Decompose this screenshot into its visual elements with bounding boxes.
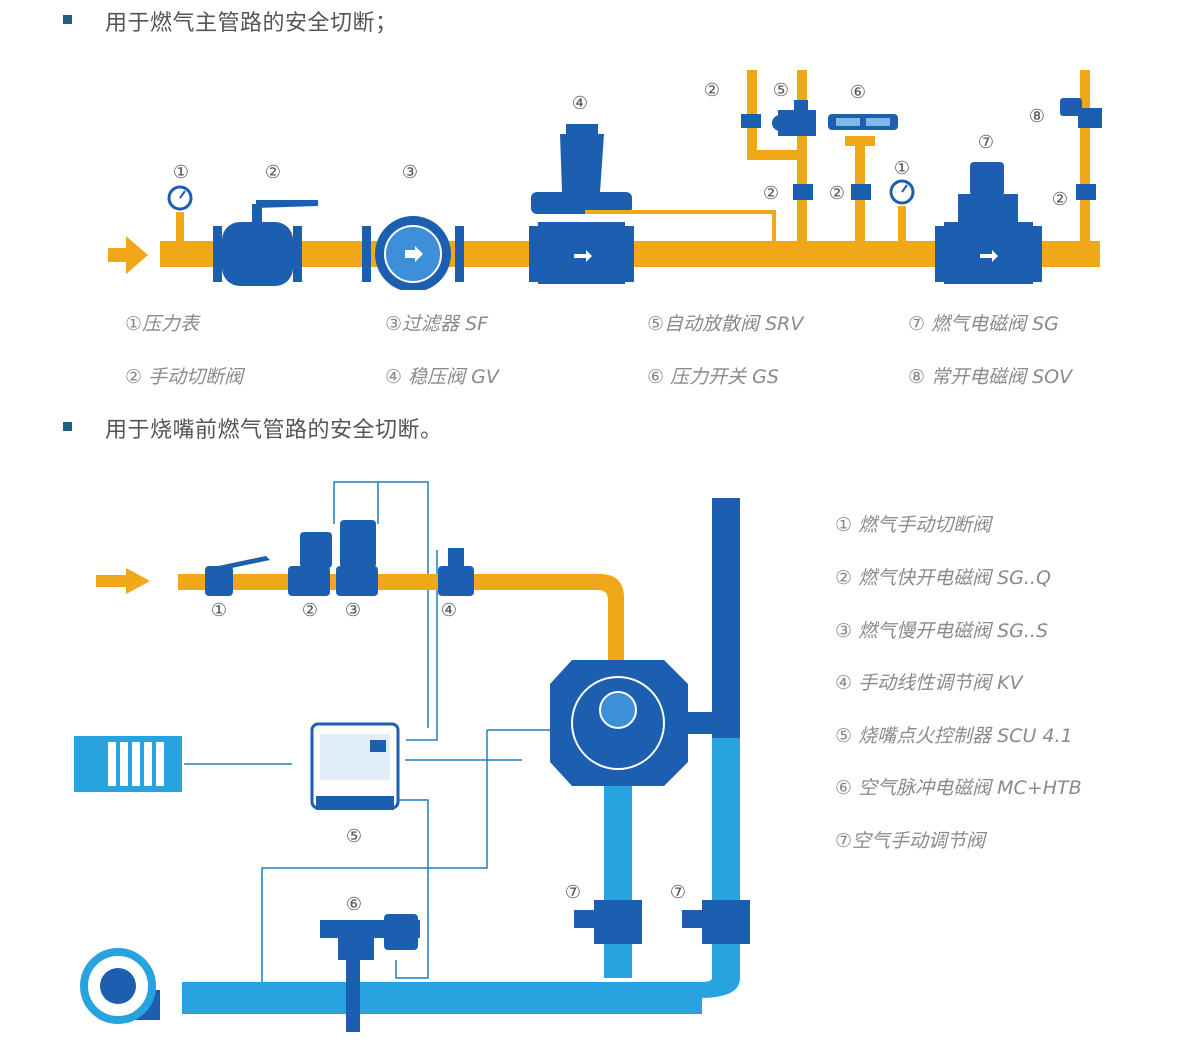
signal-line [406,550,438,741]
manual-valve-small-icon [1076,184,1096,200]
marker-6: ⑥ [346,894,362,915]
manual-valve-small-icon [851,184,871,200]
impulse-line [585,210,776,242]
marker-1: ① [211,600,227,621]
pressure-switch-gs-icon [828,114,898,130]
marker-7: ⑦ [565,882,581,903]
marker-4: ④ [572,93,588,114]
marker-5: ⑤ [346,826,362,847]
signal-line [261,730,488,997]
manual-shutoff-valve-icon [213,200,318,286]
signal-line [333,481,429,728]
marker-2: ② [302,600,318,621]
manual-gas-shutoff-valve-icon [205,556,270,596]
air-drop-pipe [604,786,632,978]
pressure-regulator-gv-icon [529,124,634,284]
section-1-bullet [63,15,72,24]
manual-valve-small-icon [741,114,761,128]
marker-4: ④ [441,600,457,621]
flow-direction-arrow [108,236,148,274]
marker-7b: ⑦ [670,882,686,903]
main-gas-line-diagram: ① ② ③ ④ ② ⑤ ⑥ ② ② ① ⑦ ⑧ ② [108,70,1102,290]
marker-1: ① [173,162,189,183]
section-2-bullet [63,422,72,431]
legend-item: ⑤自动放散阀 SRV [647,313,804,335]
section-2-heading: 用于烧嘴前燃气管路的安全切断。 [105,418,443,443]
legend-item: ⑧ 常开电磁阀 SOV [908,366,1073,388]
marker-6: ⑥ [850,82,866,103]
air-manual-control-valve-icon [682,900,750,944]
manual-valve-small-icon [793,184,813,200]
filter-sf-icon [362,216,464,290]
legend-item: ④ 手动线性调节阀 KV [835,672,1023,694]
legend-item: ② 燃气快开电磁阀 SG..Q [835,567,1051,589]
chimney-pipe [712,498,740,738]
marker-5: ⑤ [773,80,789,101]
gas-slow-solenoid-icon [336,520,378,596]
air-manual-control-valve-icon [574,900,642,944]
normally-open-solenoid-sov-icon [1060,98,1102,128]
control-cabinet-icon [74,736,182,792]
marker-2c: ② [763,183,779,204]
gas-fast-solenoid-icon [288,532,332,596]
legend-item: ② 手动切断阀 [125,366,244,388]
legend-item: ⑥ 压力开关 GS [647,366,779,388]
legend-item: ⑦ 燃气电磁阀 SG [908,313,1059,335]
marker-1b: ① [894,158,910,179]
burner-gas-pipe [178,574,624,660]
marker-2b: ② [704,80,720,101]
legend-item: ① 燃气手动切断阀 [835,514,992,536]
air-pulse-solenoid-icon [320,914,420,1032]
air-main-pipe [182,968,740,998]
marker-2: ② [265,162,281,183]
signal-line [395,799,429,979]
marker-3: ③ [402,162,418,183]
legend-item: ⑦空气手动调节阀 [835,830,986,852]
manual-linear-control-valve-icon [438,548,474,596]
marker-2e: ② [1052,189,1068,210]
legend-item: ①压力表 [125,313,200,335]
blower-fan-icon [80,948,160,1024]
marker-7: ⑦ [978,132,994,153]
marker-3: ③ [345,600,361,621]
section-1-heading: 用于燃气主管路的安全切断； [105,11,398,36]
burner-body-icon [550,660,688,786]
legend-item: ⑤ 烧嘴点火控制器 SCU 4.1 [835,725,1073,747]
legend-item: ④ 稳压阀 GV [385,366,499,388]
marker-2d: ② [829,183,845,204]
pressure-gauge-icon [889,179,915,205]
burner-gas-line-diagram: ① ② ③ ④ ⑤ ⑥ ⑦ ⑦ [74,481,750,1032]
flow-direction-arrow [96,568,150,594]
gauge-branch-pipe [176,212,184,242]
safety-relief-valve-icon [772,100,816,136]
marker-8: ⑧ [1029,106,1045,127]
burner-controller-scu-icon [310,722,400,810]
pressure-gauge-icon [167,185,193,211]
legend-item: ③过滤器 SF [385,313,489,335]
legend-item: ③ 燃气慢开电磁阀 SG..S [835,620,1049,642]
gas-solenoid-valve-sg-icon [935,162,1042,284]
legend-item: ⑥ 空气脉冲电磁阀 MC+HTB [835,777,1082,799]
end-riser-pipe [1080,70,1090,242]
